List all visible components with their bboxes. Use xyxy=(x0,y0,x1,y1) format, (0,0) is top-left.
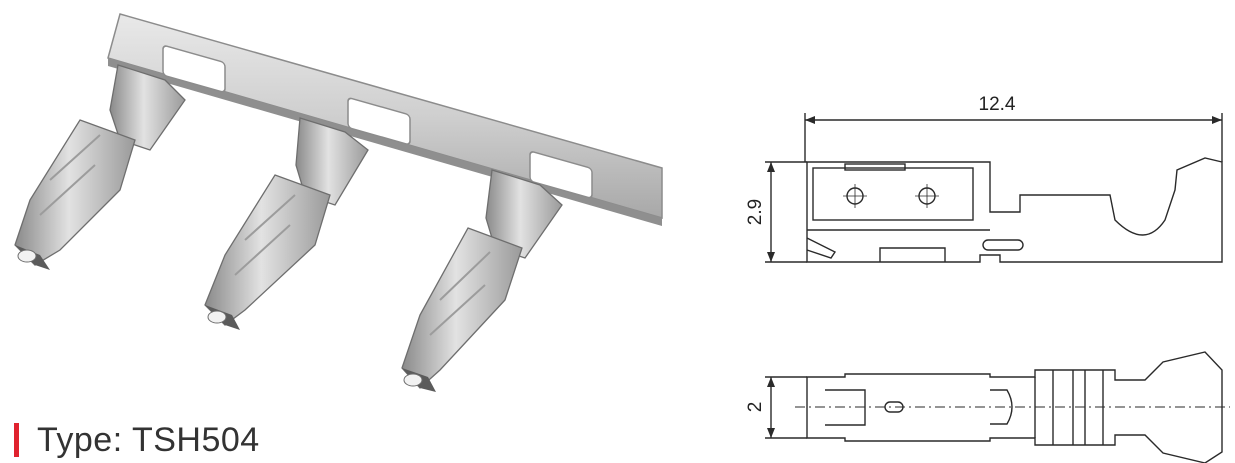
terminal-2 xyxy=(204,117,369,330)
terminal-strip-photo xyxy=(14,13,663,392)
terminal-1 xyxy=(14,64,186,270)
side-view-drawing xyxy=(806,157,1223,263)
carrier-strip xyxy=(107,13,663,226)
type-label: Type: TSH504 xyxy=(37,420,260,459)
terminal-3 xyxy=(401,169,563,392)
height-dimension xyxy=(765,161,807,263)
top-view-drawing xyxy=(795,351,1230,463)
width-value: 2 xyxy=(745,402,766,413)
technical-drawings: 12.4 2.9 2 xyxy=(745,94,1230,463)
height-value: 2.9 xyxy=(745,199,766,225)
caption-accent-bar xyxy=(14,423,19,457)
length-dimension xyxy=(804,113,1223,162)
length-value: 12.4 xyxy=(979,94,1016,115)
width-dimension xyxy=(765,376,807,439)
type-caption: Type: TSH504 xyxy=(14,420,260,460)
